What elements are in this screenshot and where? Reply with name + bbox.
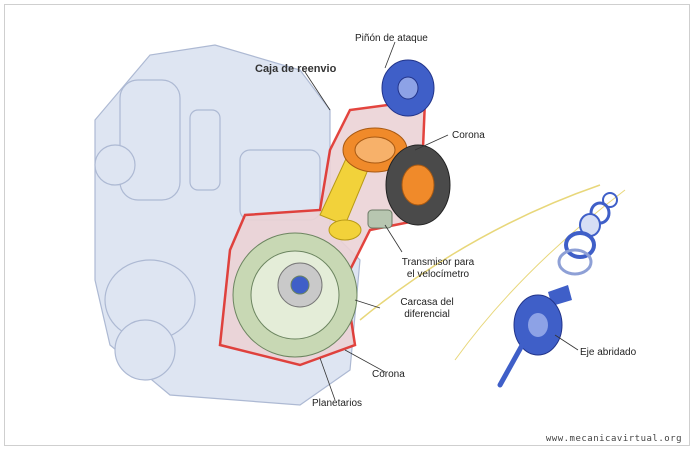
label-caja-reenvio: Caja de reenvio bbox=[255, 63, 337, 75]
detail-arc-lower bbox=[454, 189, 626, 361]
label-pinon-ataque: Piñón de ataque bbox=[355, 33, 428, 44]
label-carcasa: Carcasa del diferencial bbox=[392, 297, 462, 321]
label-eje-abridado: Eje abridado bbox=[580, 347, 637, 358]
corona-disk bbox=[385, 144, 451, 226]
detail-arc bbox=[359, 184, 601, 321]
label-carcasa-line2: diferencial bbox=[404, 309, 450, 320]
leader-lines bbox=[304, 41, 579, 401]
top-flange bbox=[381, 59, 435, 117]
ring-gear bbox=[232, 232, 358, 358]
label-planetarios: Planetarios bbox=[312, 398, 363, 409]
label-corona-top: Corona bbox=[452, 130, 485, 141]
label-carcasa-line1: Carcasa del bbox=[400, 297, 454, 308]
pinion-gear bbox=[342, 127, 408, 173]
label-transmisor: Transmisor para el velocímetro bbox=[398, 257, 478, 281]
label-transmisor-line1: Transmisor para bbox=[401, 257, 475, 268]
label-corona-bottom: Corona bbox=[372, 369, 405, 380]
flanged-shaft-exploded bbox=[497, 192, 618, 388]
speedometer-transmitter bbox=[367, 209, 393, 229]
watermark: www.mecanicavirtual.org bbox=[545, 434, 682, 444]
label-transmisor-line2: el velocímetro bbox=[406, 269, 470, 280]
